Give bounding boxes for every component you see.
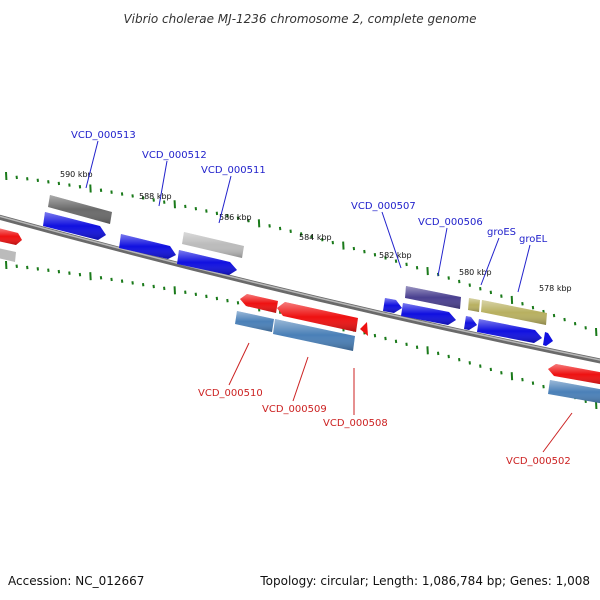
gene-label-vcd-000510[interactable]: VCD_000510 [198, 388, 263, 399]
bottom-leader-lines [228, 342, 573, 453]
gene-label-vcd-000506[interactable]: VCD_000506 [418, 217, 483, 228]
chromosome-backbone-highlight [0, 215, 600, 361]
leader-vcd-000502 [542, 412, 573, 453]
cds-arrow-groes[interactable] [464, 316, 477, 330]
cds-arrow-vcd-000507[interactable] [383, 298, 402, 313]
leader-vcd-000507 [381, 211, 402, 269]
cds-arrow-vcd-000511[interactable] [177, 250, 237, 275]
accession-text: Accession: NC_012667 [8, 574, 145, 588]
cds-arrow-groel[interactable] [477, 319, 542, 343]
top-gene-labels: VCD_000513 VCD_000512 VCD_000511 VCD_000… [71, 130, 548, 245]
outer-tick-track [5, 171, 598, 337]
minus-strand-cds [240, 294, 600, 385]
tick-labels: 590 kbp 588 kbp 586 kbp 584 kbp 582 kbp … [60, 170, 572, 293]
cds-arrow-vcd-000510[interactable] [240, 294, 278, 313]
tick-label-578: 578 kbp [539, 284, 572, 293]
cds-arrow-vcd-000513[interactable] [43, 212, 106, 240]
leader-groes [480, 237, 500, 286]
gene-label-vcd-000509[interactable]: VCD_000509 [262, 404, 327, 415]
feature-vcd-000511-lightgray[interactable] [182, 232, 244, 258]
gene-label-groel[interactable]: groEL [519, 234, 548, 245]
feature-vcd-000513-gray[interactable] [48, 195, 112, 224]
leader-vcd-000511 [218, 175, 232, 224]
leader-vcd-000506 [437, 227, 448, 277]
feature-groel-olive[interactable] [481, 300, 547, 325]
gene-label-vcd-000508[interactable]: VCD_000508 [323, 418, 388, 429]
bottom-gene-labels: VCD_000510 VCD_000509 VCD_000508 VCD_000… [198, 388, 571, 467]
gene-label-groes[interactable]: groES [487, 227, 516, 238]
gene-label-vcd-000502[interactable]: VCD_000502 [506, 456, 571, 467]
cds-arrow-vcd-000509[interactable] [277, 302, 358, 332]
cds-arrow-small-right[interactable] [543, 332, 553, 346]
tick-label-588: 588 kbp [139, 192, 172, 201]
feature-vcd-000507-purple[interactable] [405, 286, 461, 309]
gene-label-vcd-000513[interactable]: VCD_000513 [71, 130, 136, 141]
leader-vcd-000512 [158, 160, 168, 207]
top-leader-lines [85, 140, 531, 293]
tick-label-584: 584 kbp [299, 233, 332, 242]
leader-vcd-000510 [228, 342, 250, 386]
plus-strand-cds [43, 212, 553, 346]
feature-vcd-000510-steelblue[interactable] [235, 311, 274, 332]
gene-label-vcd-000511[interactable]: VCD_000511 [201, 165, 266, 176]
leader-vcd-000509 [292, 356, 309, 402]
leader-vcd-000513 [85, 140, 99, 189]
feature-left-red-partial[interactable] [0, 228, 22, 245]
cds-arrow-vcd-000512[interactable] [119, 234, 176, 259]
tick-label-582: 582 kbp [379, 251, 412, 260]
map-title: Vibrio cholerae MJ-1236 chromosome 2, co… [123, 12, 476, 26]
feature-groes-olive[interactable] [468, 298, 480, 312]
feature-left-gray-partial[interactable] [0, 248, 16, 262]
topology-summary-text: Topology: circular; Length: 1,086,784 bp… [260, 574, 590, 588]
tick-label-586: 586 kbp [219, 213, 252, 222]
feature-vcd-000502-steelblue[interactable] [548, 380, 600, 404]
cds-arrow-vcd-000508[interactable] [360, 322, 368, 336]
cds-arrow-vcd-000506[interactable] [401, 303, 456, 325]
feature-vcd-000509-steelblue[interactable] [273, 319, 355, 351]
cds-arrow-vcd-000502[interactable] [548, 364, 600, 385]
leader-groel [517, 244, 531, 293]
chromosome-backbone [0, 214, 600, 364]
gene-label-vcd-000507[interactable]: VCD_000507 [351, 201, 416, 212]
tick-label-590: 590 kbp [60, 170, 93, 179]
tick-label-580: 580 kbp [459, 268, 492, 277]
gene-label-vcd-000512[interactable]: VCD_000512 [142, 150, 207, 161]
